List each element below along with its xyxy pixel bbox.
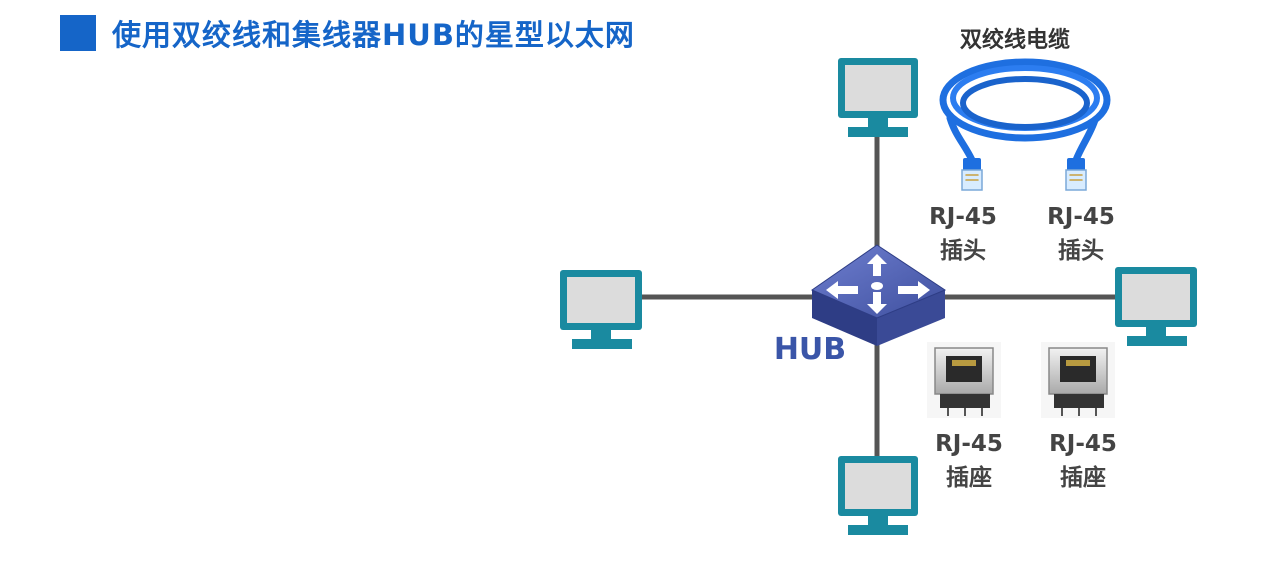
jack-label-right: RJ-45 插座 [1028, 427, 1138, 495]
jack-label-left-line2: 插座 [946, 465, 992, 491]
title-marker [60, 15, 96, 51]
plug-label-right-line2: 插头 [1058, 238, 1104, 264]
jack-label-right-line1: RJ-45 [1049, 431, 1117, 457]
rj45-jack-image-right [1041, 342, 1115, 418]
link-lines [640, 135, 1118, 460]
plug-label-left: RJ-45 插头 [908, 200, 1018, 268]
computer-left [560, 270, 642, 349]
plug-label-right-line1: RJ-45 [1047, 204, 1115, 230]
jack-label-left: RJ-45 插座 [914, 427, 1024, 495]
jack-label-left-line1: RJ-45 [935, 431, 1003, 457]
computer-top [838, 58, 918, 137]
computer-right [1115, 267, 1197, 346]
title-bar: 使用双绞线和集线器HUB的星型以太网 [60, 12, 635, 54]
plug-label-right: RJ-45 插头 [1026, 200, 1136, 268]
rj45-jack-image-left [927, 342, 1001, 418]
cable-label: 双绞线电缆 [959, 28, 1070, 53]
twisted-pair-cable-image [939, 58, 1111, 191]
plug-label-left-line2: 插头 [940, 238, 986, 264]
computer-bottom [838, 456, 918, 535]
hub-icon [810, 244, 947, 346]
plug-label-left-line1: RJ-45 [929, 204, 997, 230]
page-title: 使用双绞线和集线器HUB的星型以太网 [112, 18, 635, 52]
jack-label-right-line2: 插座 [1060, 465, 1106, 491]
hub-label: HUB [773, 332, 847, 367]
